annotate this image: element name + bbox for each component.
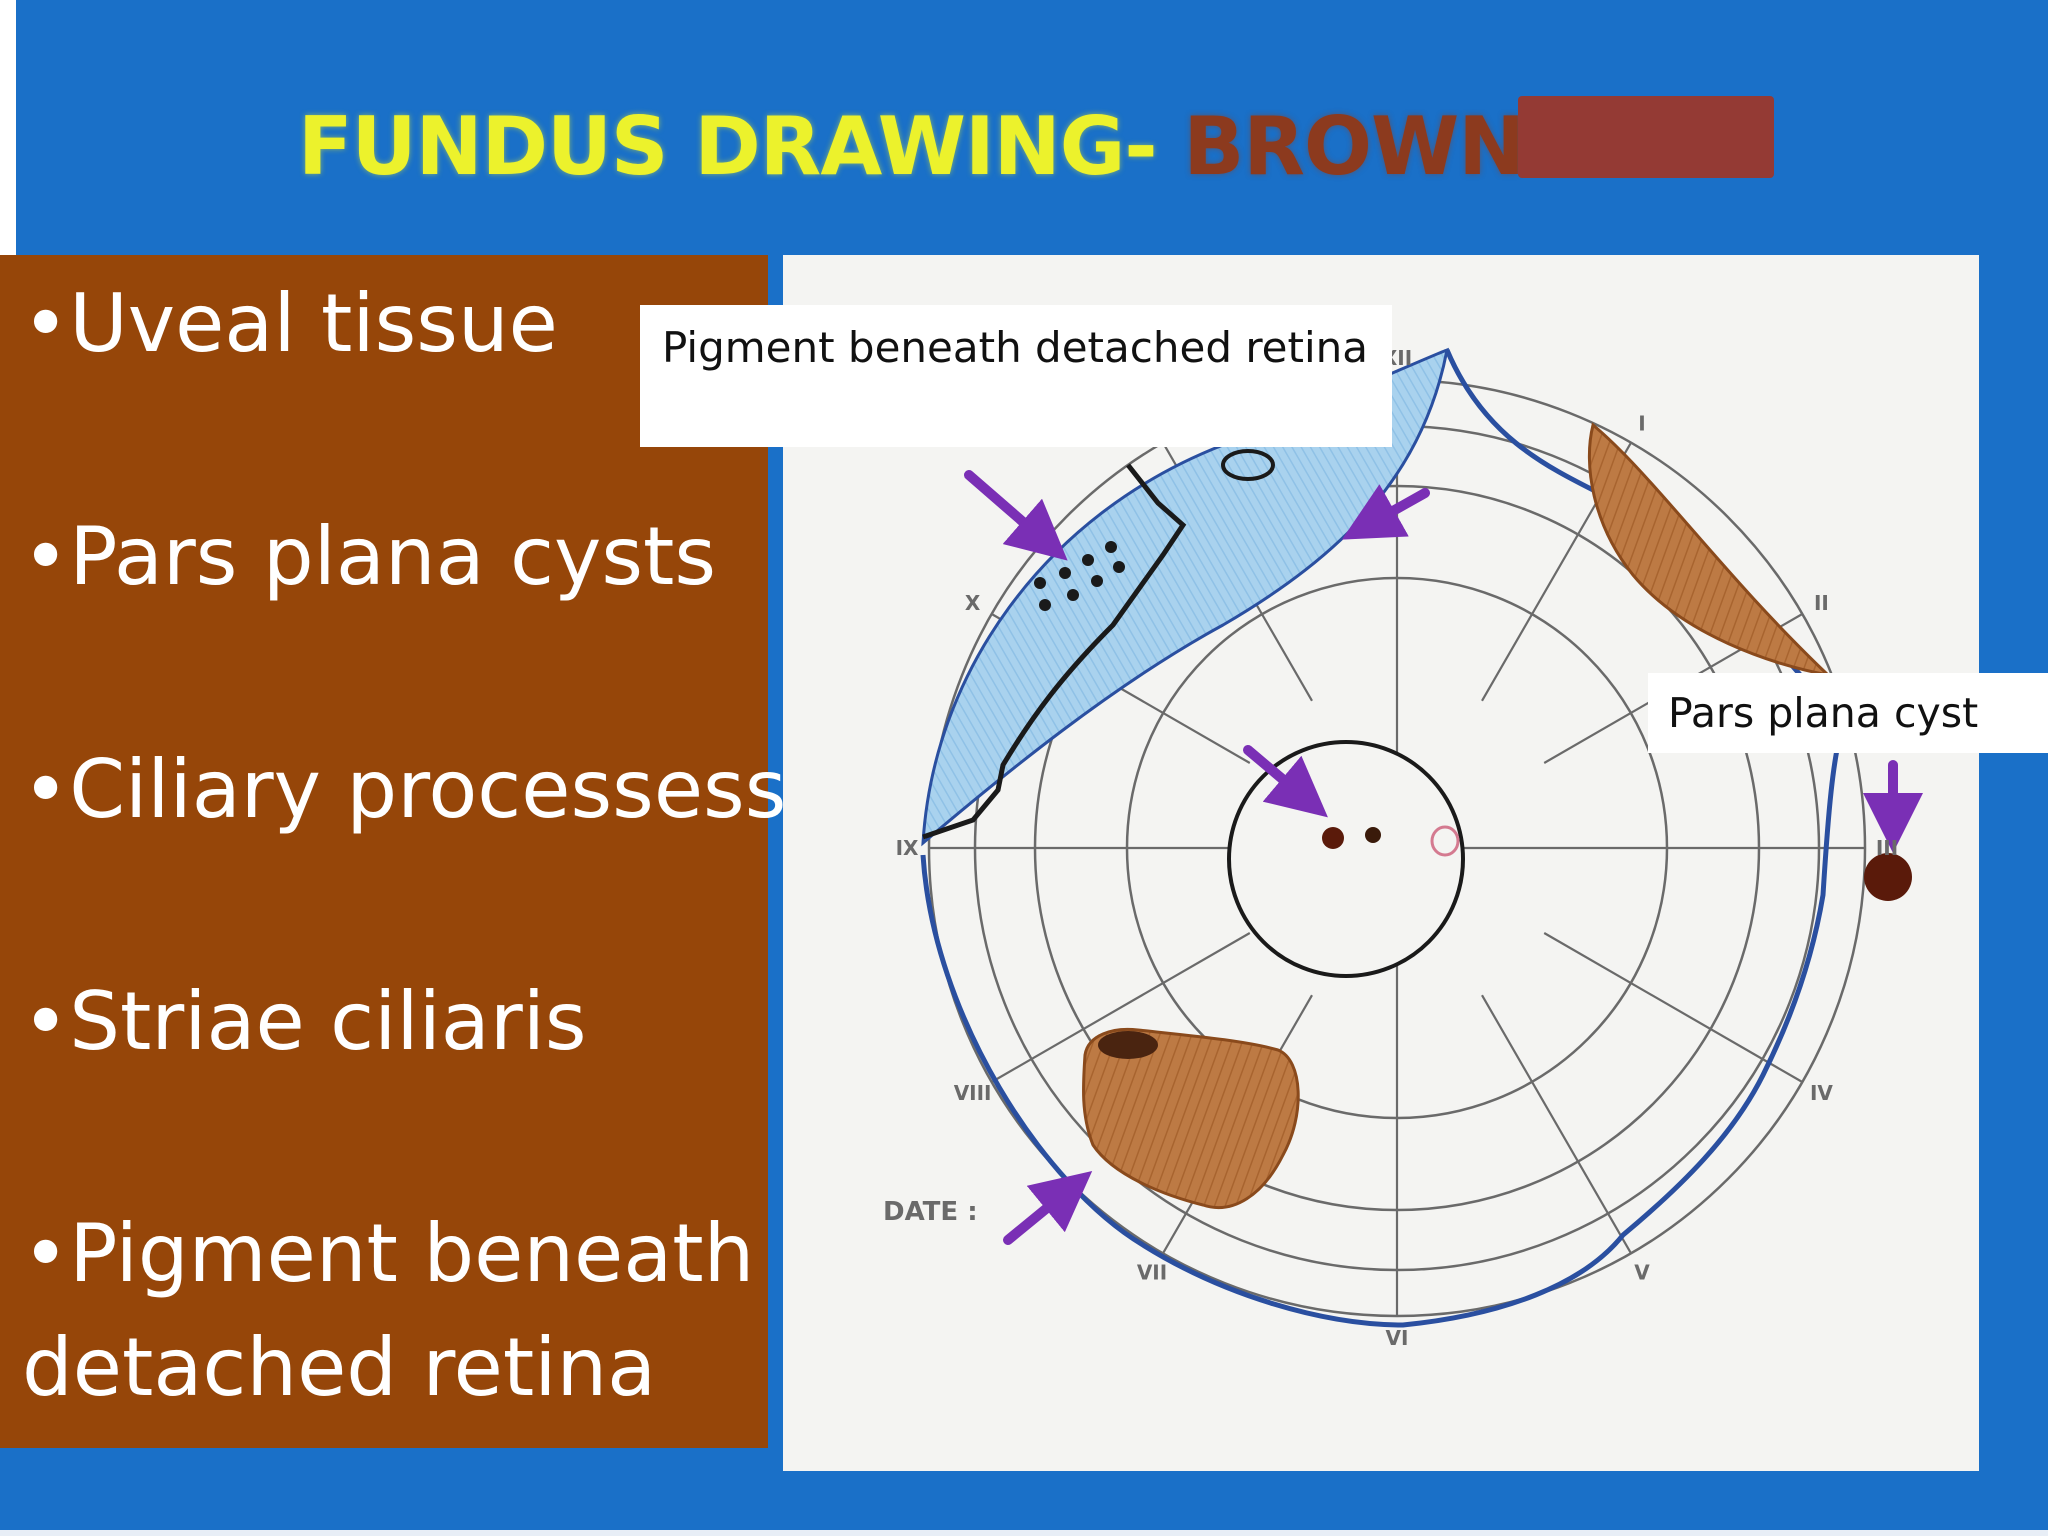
spoke-iv	[1543, 932, 1803, 1083]
clock-label-x: X	[965, 591, 981, 615]
slide-title: FUNDUS DRAWING- BROWN	[298, 92, 1525, 202]
retinal-hole	[1221, 449, 1275, 481]
arrow-uveal-tissue	[1341, 484, 1430, 540]
clock-label-ii: II	[1814, 591, 1829, 615]
pigment-region-lower-left	[1081, 1027, 1300, 1210]
bullet-detached-retina: detached retina	[22, 1321, 657, 1414]
fundus-chart: XIIIIIIIIIVVVIVIIVIIIIXXXI DATE :	[883, 346, 1923, 1350]
clock-label-iv: IV	[1810, 1081, 1833, 1105]
clock-label-viii: VIII	[954, 1081, 992, 1105]
bullet-ciliary-processess: •Ciliary processess	[22, 743, 787, 836]
redaction-block	[1518, 96, 1774, 178]
clock-label-vii: VII	[1137, 1260, 1167, 1284]
pars-plana-cyst-spot	[1864, 853, 1912, 901]
arrow-pigment-detached-retina	[1003, 1170, 1093, 1245]
retina-tear-edge	[922, 463, 1187, 840]
optic-disc-circle	[1227, 740, 1465, 978]
clock-label-vi: VI	[1386, 1326, 1409, 1350]
spoke-v	[1481, 994, 1632, 1254]
bullet-uveal-tissue: •Uveal tissue	[22, 277, 558, 370]
clock-label-v: V	[1634, 1260, 1650, 1284]
title-main: FUNDUS DRAWING-	[298, 100, 1184, 193]
clock-label-iii: III	[1876, 836, 1898, 860]
pars-plana-cysts-dots	[1034, 541, 1125, 611]
callout-pars-plana-cyst: Pars plana cyst	[1648, 673, 2048, 753]
clock-label-ix: IX	[896, 836, 919, 860]
fundus-drawing-card: XIIIIIIIIIVVVIVIIVIIIIXXXI DATE :	[783, 255, 1979, 1471]
clock-label-i: I	[1638, 412, 1645, 436]
arrow-macula	[1243, 745, 1328, 818]
bullet-pars-plana-cysts: •Pars plana cysts	[22, 510, 717, 603]
optic-disc-pink-ring	[1430, 825, 1460, 857]
macula-pigment-dot-1	[1322, 827, 1344, 849]
title-color-word: BROWN	[1183, 100, 1525, 193]
pigment-region-upper-right	[1587, 422, 1833, 678]
pigment-dark-spot	[1098, 1031, 1158, 1059]
slide-edge-bottom	[0, 1530, 2048, 1536]
slide-edge	[0, 0, 16, 255]
annotation-arrows	[964, 470, 1923, 1245]
bullet-striae-ciliaris: •Striae ciliaris	[22, 975, 587, 1068]
date-label: DATE :	[883, 1197, 978, 1227]
callout-pigment-beneath-retina: Pigment beneath detached retina	[640, 305, 1392, 447]
arrow-pars-plana-cysts	[964, 470, 1068, 561]
bullet-panel: •Uveal tissue •Pars plana cysts •Ciliary…	[0, 255, 786, 1448]
bullet-pigment-beneath: •Pigment beneath	[22, 1207, 755, 1300]
macula-pigment-dot-2	[1365, 827, 1381, 843]
spoke-viii	[991, 932, 1251, 1083]
